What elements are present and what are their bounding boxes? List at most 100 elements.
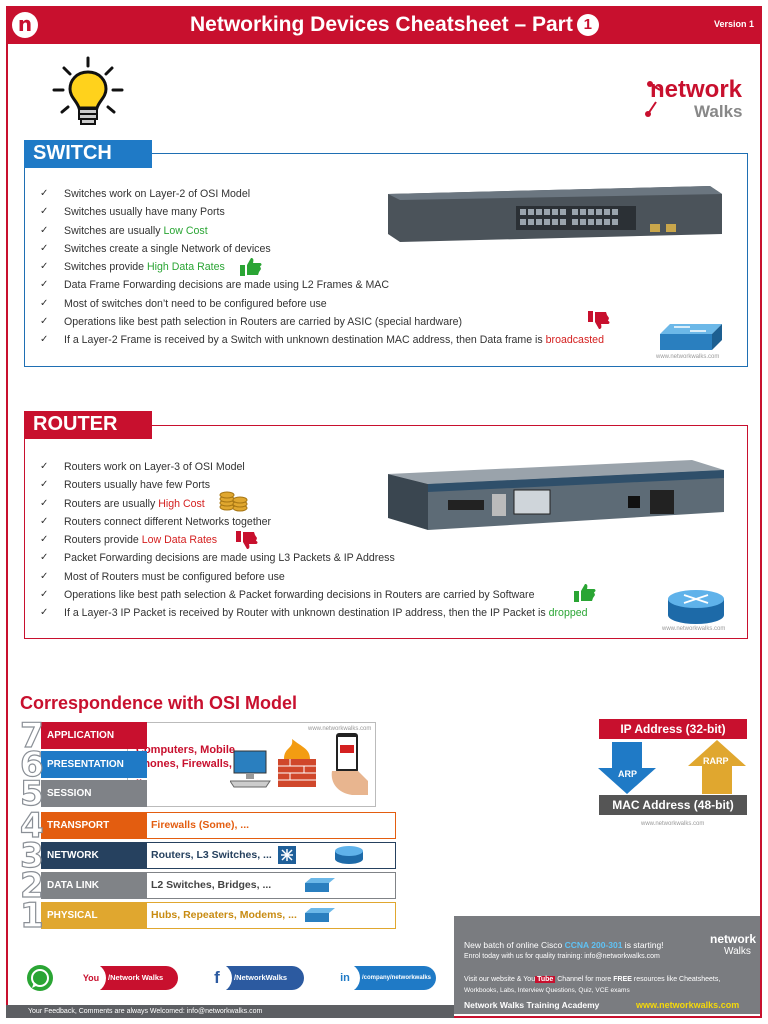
website-link[interactable]: www.networkwalks.com <box>636 1000 740 1010</box>
checkmark-icon: ✓ <box>40 224 49 236</box>
promo-panel: New batch of online Cisco CCNA 200-301 i… <box>454 916 760 1014</box>
checkmark-icon: ✓ <box>40 316 49 328</box>
switch-bullet-list: ✓Switches work on Layer-2 of OSI Model ✓S… <box>40 185 604 350</box>
checkmark-icon: ✓ <box>40 552 49 564</box>
promo-resources-line: Workbooks, Labs, Interview Questions, Qu… <box>464 987 630 994</box>
router-device-image <box>388 460 724 530</box>
osi-layer-number: 1 <box>19 896 44 936</box>
highlight-text: High Cost <box>158 497 205 510</box>
osi-layer-number: 5 <box>19 774 44 814</box>
checkmark-icon: ✓ <box>40 607 49 619</box>
highlight-text: broadcasted <box>545 334 604 347</box>
network-nodes-icon <box>645 81 661 117</box>
bullet-item: ✓Operations like best path selection & P… <box>40 586 588 604</box>
osi-layer-name: PHYSICAL <box>41 902 147 929</box>
switch-section <box>24 153 748 367</box>
bullet-item: ✓Routers are usually High Cost <box>40 495 588 513</box>
lightbulb-icon <box>52 56 124 125</box>
youtube-tube-badge: Tube <box>535 976 556 983</box>
osi-layer-number: 2 <box>19 866 44 906</box>
facebook-link[interactable]: f/NetworkWalks <box>202 963 304 993</box>
highlight-text: Low Data Rates <box>141 534 218 547</box>
bullet-item: ✓Data Frame Forwarding decisions are mad… <box>40 276 604 294</box>
promo-batch-line: New batch of online Cisco CCNA 200-301 i… <box>464 940 664 950</box>
osi-layer-name: PRESENTATION <box>41 751 147 778</box>
l2-switch-icon <box>305 878 335 892</box>
osi-layer-name: TRANSPORT <box>41 812 147 839</box>
router-heading: ROUTER <box>24 411 152 439</box>
checkmark-icon: ✓ <box>40 242 49 254</box>
switch-symbol-icon <box>660 324 722 350</box>
switch-device-image <box>388 186 722 242</box>
promo-brand-walks: Walks <box>724 946 751 957</box>
osi-layer-name: DATA LINK <box>41 872 147 899</box>
addressing-watermark: www.networkwalks.com <box>641 821 705 827</box>
l3-switch-icon <box>278 846 296 864</box>
checkmark-icon: ✓ <box>40 589 49 601</box>
osi-upper-layers-text: Computers, Mobile Phones, Firewalls, .. <box>136 744 236 784</box>
bullet-item: ✓Most of switches don’t need to be confi… <box>40 295 604 313</box>
bullet-item: ✓If a Layer-3 IP Packet is received by R… <box>40 604 588 622</box>
youtube-icon: You <box>76 963 106 993</box>
bullet-item: ✓Switches provide High Data Rates <box>40 258 604 276</box>
version-label: Version 1 <box>713 19 754 29</box>
osi-title: Correspondence with OSI Model <box>20 693 298 713</box>
bullet-item: ✓Routers usually have few Ports <box>40 476 588 494</box>
arp-label: ARP <box>618 769 638 779</box>
osi-layer-devices: Firewalls (Some), ... <box>147 812 396 839</box>
academy-name: Network Walks Training Academy <box>464 1000 600 1010</box>
part-number-badge: 1 <box>576 14 599 36</box>
osi-layer-number: 6 <box>19 745 44 785</box>
switch-heading: SWITCH <box>24 140 152 168</box>
checkmark-icon: ✓ <box>40 461 49 472</box>
thumbs-up-icon <box>574 584 596 602</box>
brand-logo: network Walks <box>644 76 748 122</box>
bullet-item: ✓Packet Forwarding decisions are made us… <box>40 549 588 567</box>
hub-icon <box>305 908 335 922</box>
networkwalks-logo-icon: n <box>12 12 38 38</box>
brand-word-network: network <box>650 76 743 103</box>
arp-rarp-arrows <box>598 740 746 794</box>
facebook-icon: f <box>202 963 232 993</box>
osi-layer-name: APPLICATION <box>41 722 147 749</box>
checkmark-icon: ✓ <box>40 534 49 546</box>
coins-icon <box>219 491 248 512</box>
thumbs-down-icon <box>236 531 258 549</box>
thumbs-down-icon <box>588 311 610 329</box>
bullet-item: ✓Routers connect different Networks toge… <box>40 513 588 531</box>
brand-word-walks: Walks <box>694 102 743 121</box>
header-bar <box>6 6 762 44</box>
osi-watermark: www.networkwalks.com <box>308 726 372 732</box>
highlight-text: High Data Rates <box>147 261 225 274</box>
firewall-icon <box>278 739 316 787</box>
switch-watermark: www.networkwalks.com <box>656 354 720 360</box>
osi-layer-number: 3 <box>19 836 44 876</box>
checkmark-icon: ✓ <box>40 206 49 218</box>
whatsapp-icon[interactable] <box>26 964 54 992</box>
promo-brand-network: network <box>710 932 757 946</box>
osi-layer-number: 4 <box>19 806 44 846</box>
osi-layer-name: SESSION <box>41 780 147 807</box>
youtube-link[interactable]: You/Network Walks <box>76 963 178 993</box>
osi-layer-devices: L2 Switches, Bridges, ... <box>147 872 396 899</box>
bullet-item: ✓Routers provide Low Data Rates <box>40 531 588 549</box>
checkmark-icon: ✓ <box>40 279 49 291</box>
checkmark-icon: ✓ <box>40 570 49 582</box>
ip-address-label: IP Address (32-bit) <box>599 719 747 739</box>
thumbs-up-icon <box>240 258 262 276</box>
router-small-icon <box>335 846 363 864</box>
router-watermark: www.networkwalks.com <box>662 626 726 632</box>
checkmark-icon: ✓ <box>40 188 49 199</box>
bullet-item: ✓Switches create a single Network of dev… <box>40 240 604 258</box>
feedback-bar: Your Feedback, Comments are always Welco… <box>6 1005 454 1018</box>
checkmark-icon: ✓ <box>40 297 49 309</box>
checkmark-icon: ✓ <box>40 515 49 527</box>
router-section <box>24 425 748 639</box>
computer-icon <box>230 750 271 788</box>
osi-layer-name: NETWORK <box>41 842 147 869</box>
bullet-item: ✓Switches work on Layer-2 of OSI Model <box>40 185 604 203</box>
linkedin-link[interactable]: in/company/networkwalks <box>330 963 436 993</box>
osi-layer-number: 7 <box>19 716 44 756</box>
